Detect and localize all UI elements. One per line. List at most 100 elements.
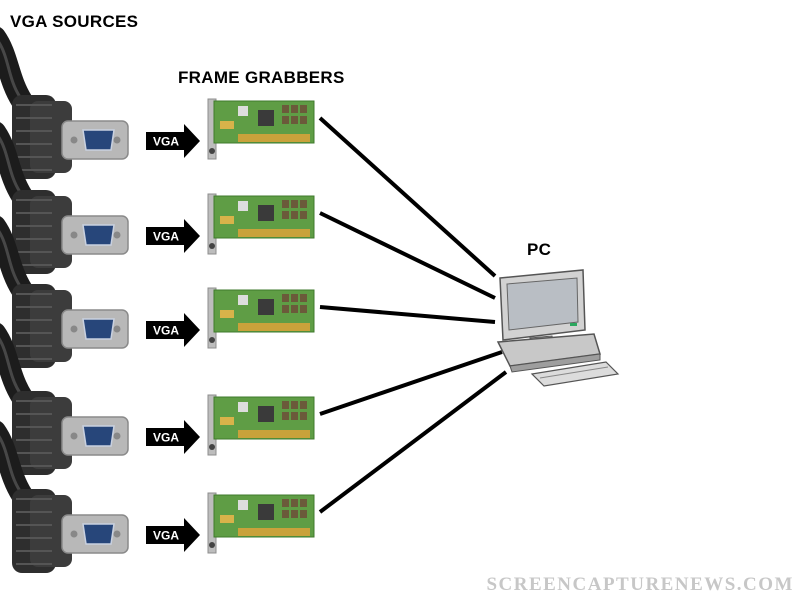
vga-port (82, 129, 115, 151)
vga-arrow: VGA (146, 420, 200, 454)
thumbscrew (70, 231, 78, 239)
card-component (220, 515, 234, 523)
vga-arrow-label: VGA (153, 230, 179, 244)
vga-port (82, 224, 115, 246)
vga-port (82, 523, 115, 545)
card-component (300, 211, 307, 219)
card-component (282, 200, 289, 208)
cable-highlight (0, 337, 22, 394)
card-component (300, 105, 307, 113)
power-led (570, 323, 577, 326)
card-chip (258, 205, 274, 221)
pc-computer-icon (496, 269, 620, 387)
channels: VGA VGA VGA VGA VGA (0, 27, 315, 573)
channel-row: VGA (0, 27, 315, 179)
vga-connector-icon (12, 95, 129, 179)
card-contacts (238, 430, 310, 438)
vga-arrow: VGA (146, 518, 200, 552)
card-component (220, 417, 234, 425)
card-chip-small (238, 295, 248, 305)
frame-grabber-card-icon (207, 287, 315, 349)
vga-connector-icon (12, 190, 129, 274)
card-connector (209, 337, 215, 343)
card-contacts (238, 323, 310, 331)
card-component (291, 499, 298, 507)
connection-line (318, 370, 508, 514)
cable-highlight (0, 230, 22, 287)
connection-line (319, 211, 496, 300)
vga-port (82, 318, 115, 340)
vga-arrow-label: VGA (153, 431, 179, 445)
vga-connector-icon (12, 284, 129, 368)
card-component (291, 401, 298, 409)
card-component (282, 401, 289, 409)
frame-grabber-card-icon (207, 193, 315, 255)
card-component (282, 211, 289, 219)
card-component (291, 200, 298, 208)
frame-grabbers-heading: FRAME GRABBERS (178, 68, 345, 87)
arrow-shape (146, 420, 200, 454)
connection-lines (318, 116, 508, 514)
thumbscrew (113, 530, 121, 538)
card-component (291, 211, 298, 219)
pc-heading: PC (527, 240, 552, 259)
arrow-shape (146, 124, 200, 158)
arrow-shape (146, 313, 200, 347)
vga-sources-heading: VGA SOURCES (10, 12, 139, 31)
card-component (291, 105, 298, 113)
channel-row: VGA (0, 122, 315, 274)
vga-cable (0, 27, 33, 112)
card-component (282, 412, 289, 420)
card-component (282, 499, 289, 507)
card-component (300, 510, 307, 518)
connection-line (319, 305, 496, 324)
vga-arrow: VGA (146, 313, 200, 347)
card-component (220, 121, 234, 129)
card-component (300, 294, 307, 302)
card-component (291, 412, 298, 420)
vga-connector-icon (12, 391, 129, 475)
card-chip (258, 504, 274, 520)
vga-port (82, 425, 115, 447)
card-component (282, 116, 289, 124)
keyboard-row (539, 366, 609, 379)
channel-row: VGA (0, 323, 315, 475)
card-component (220, 310, 234, 318)
cable-highlight (0, 435, 22, 492)
vga-arrow: VGA (146, 124, 200, 158)
thumbscrew (70, 136, 78, 144)
card-component (291, 510, 298, 518)
thumbscrew (113, 325, 121, 333)
vga-arrow-label: VGA (153, 324, 179, 338)
card-component (220, 216, 234, 224)
card-component (291, 116, 298, 124)
card-component (300, 116, 307, 124)
thumbscrew (70, 325, 78, 333)
card-chip (258, 406, 274, 422)
card-connector (209, 444, 215, 450)
card-component (282, 510, 289, 518)
thumbscrew (70, 530, 78, 538)
card-component (282, 294, 289, 302)
card-contacts (238, 528, 310, 536)
card-component (291, 305, 298, 313)
connection-line (319, 350, 503, 416)
card-component (291, 294, 298, 302)
case-front (509, 353, 601, 373)
card-contacts (238, 134, 310, 142)
card-connector (209, 243, 215, 249)
card-component (300, 200, 307, 208)
card-component (300, 401, 307, 409)
card-chip-small (238, 500, 248, 510)
thumbscrew (70, 432, 78, 440)
thumbscrew (113, 231, 121, 239)
card-component (300, 412, 307, 420)
card-component (282, 105, 289, 113)
card-chip-small (238, 106, 248, 116)
frame-grabber-card-icon (207, 492, 315, 554)
arrow-shape (146, 518, 200, 552)
monitor-screen (506, 277, 579, 331)
vga-arrow-label: VGA (153, 135, 179, 149)
